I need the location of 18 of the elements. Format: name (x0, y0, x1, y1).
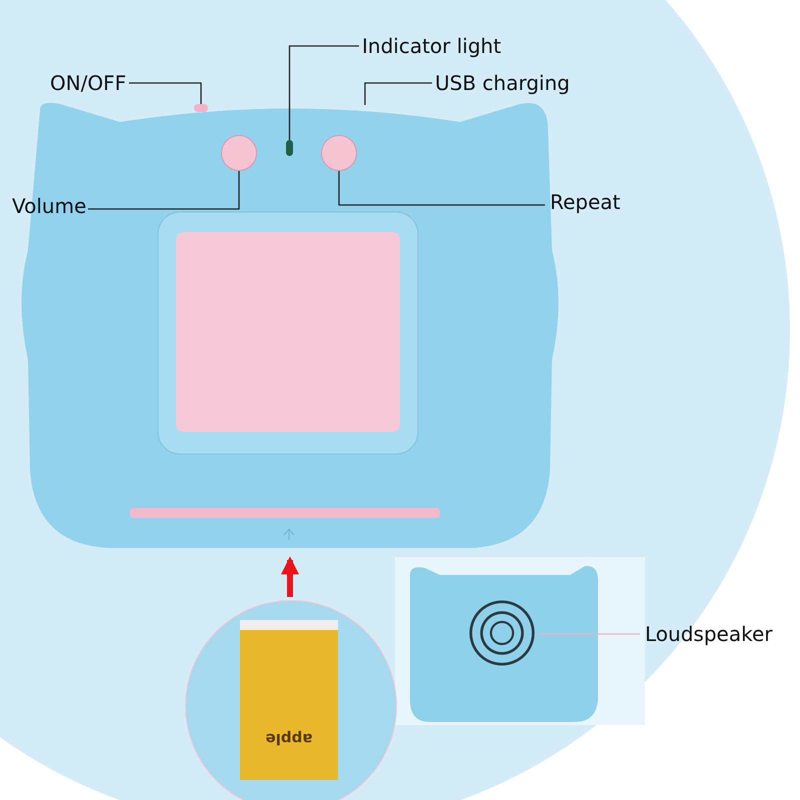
callout-label: ON/OFF (50, 73, 126, 93)
card-word: apple (264, 730, 314, 748)
leader-line (338, 171, 545, 206)
callout-label: Volume (12, 196, 86, 216)
leader-line (288, 45, 359, 140)
power-button (194, 104, 208, 112)
leader-line (88, 171, 240, 210)
card-slot (130, 508, 440, 518)
arrow (281, 556, 299, 597)
callout-label: Indicator light (362, 36, 502, 56)
callout-label: Loudspeaker (645, 624, 772, 644)
flash-card (240, 620, 338, 780)
leader-line (540, 633, 640, 635)
leader-line (129, 82, 202, 104)
indicator-led (286, 140, 293, 156)
callout-label: USB charging (435, 73, 570, 93)
leader-line (364, 82, 432, 105)
callout-label: Repeat (550, 192, 620, 212)
